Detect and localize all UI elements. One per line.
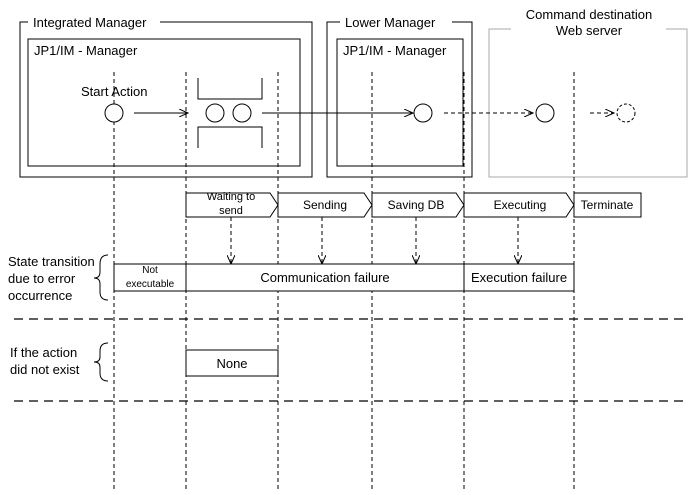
state-terminate: Terminate xyxy=(573,192,642,218)
communication-failure-label: Communication failure xyxy=(260,270,389,285)
no-action-brace xyxy=(93,342,109,382)
execution-failure-box xyxy=(463,263,575,292)
svg-text:Not: Not xyxy=(142,265,158,276)
web-server-node xyxy=(535,103,555,123)
terminate-node xyxy=(616,103,636,123)
lower-manager-group: Lower Manager xyxy=(326,15,473,178)
none-box xyxy=(185,349,279,377)
state-sending: Sending xyxy=(277,192,373,218)
state-saving-db: Saving DB xyxy=(371,192,465,218)
lower-manager-label: Lower Manager xyxy=(345,15,436,30)
communication-failure-box xyxy=(185,263,465,292)
queue-icon xyxy=(197,78,263,148)
integrated-manager-label: Integrated Manager xyxy=(33,15,147,30)
no-action-label-line1: If the action xyxy=(10,345,77,360)
execution-failure-label: Execution failure xyxy=(471,270,567,285)
command-destination-label: Command destination xyxy=(526,7,652,22)
state-waiting-to-send: Waiting to send xyxy=(185,191,279,218)
svg-text:executable: executable xyxy=(126,279,175,290)
error-label-line1: State transition xyxy=(8,254,95,269)
svg-text:Terminate: Terminate xyxy=(581,198,634,212)
svg-text:Saving DB: Saving DB xyxy=(388,198,445,212)
error-transition-arrows xyxy=(231,217,518,264)
svg-text:Executing: Executing xyxy=(494,198,547,212)
start-node xyxy=(104,103,124,123)
svg-text:send: send xyxy=(219,205,243,217)
error-label-line3: occurrence xyxy=(8,288,72,303)
jp1-manager-label-1: JP1/IM - Manager xyxy=(34,43,138,58)
no-action-label-line2: did not exist xyxy=(10,362,80,377)
jp1-manager-label-2: JP1/IM - Manager xyxy=(343,43,447,58)
error-label-line2: due to error xyxy=(8,271,76,286)
start-action-label: Start Action xyxy=(81,84,147,99)
lower-manager-node xyxy=(413,103,433,123)
jp1-manager-box-1 xyxy=(27,38,301,167)
svg-text:Sending: Sending xyxy=(303,198,347,212)
command-destination-group: Command destination Web server xyxy=(488,7,688,178)
web-server-label: Web server xyxy=(556,23,623,38)
jp1-manager-box-2 xyxy=(336,38,464,167)
integrated-manager-group: Integrated Manager xyxy=(19,15,313,178)
state-executing: Executing xyxy=(463,192,575,218)
none-label: None xyxy=(216,356,247,371)
svg-text:Waiting to: Waiting to xyxy=(207,191,256,203)
error-brace xyxy=(93,254,109,301)
